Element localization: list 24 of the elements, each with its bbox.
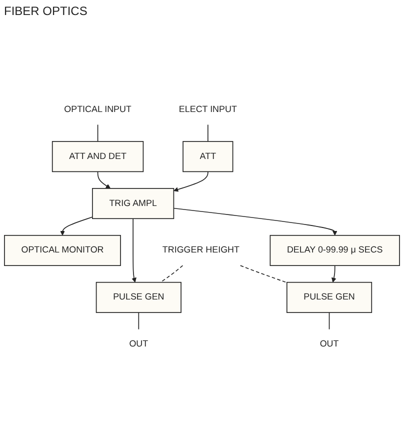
arrow xyxy=(97,171,111,189)
arrow xyxy=(132,218,136,283)
node-text: OUT xyxy=(129,339,148,349)
node-box: PULSE GEN xyxy=(286,282,372,313)
node-box: PULSE GEN xyxy=(96,282,182,313)
connector xyxy=(138,312,140,330)
node-box: OPTICAL MONITOR xyxy=(4,234,121,266)
connector xyxy=(97,124,98,142)
connector xyxy=(328,312,330,330)
arrow xyxy=(332,265,336,283)
connector xyxy=(240,265,288,283)
node-box: ATT xyxy=(182,141,234,172)
node-box: DELAY 0-99.99 μ SECS xyxy=(270,234,400,266)
arrow xyxy=(60,216,93,236)
arrow xyxy=(173,171,208,192)
node-text: OPTICAL INPUT xyxy=(64,104,132,114)
node-box: TRIG AMPL xyxy=(92,188,174,220)
node-text: OUT xyxy=(320,339,339,349)
arrow xyxy=(173,208,338,236)
connector xyxy=(160,265,184,283)
node-text: TRIGGER HEIGHT xyxy=(162,245,240,255)
note-text: FIBER OPTICS xyxy=(4,4,88,18)
node-box: ATT AND DET xyxy=(52,141,144,172)
node-text: ELECT INPUT xyxy=(178,104,237,114)
